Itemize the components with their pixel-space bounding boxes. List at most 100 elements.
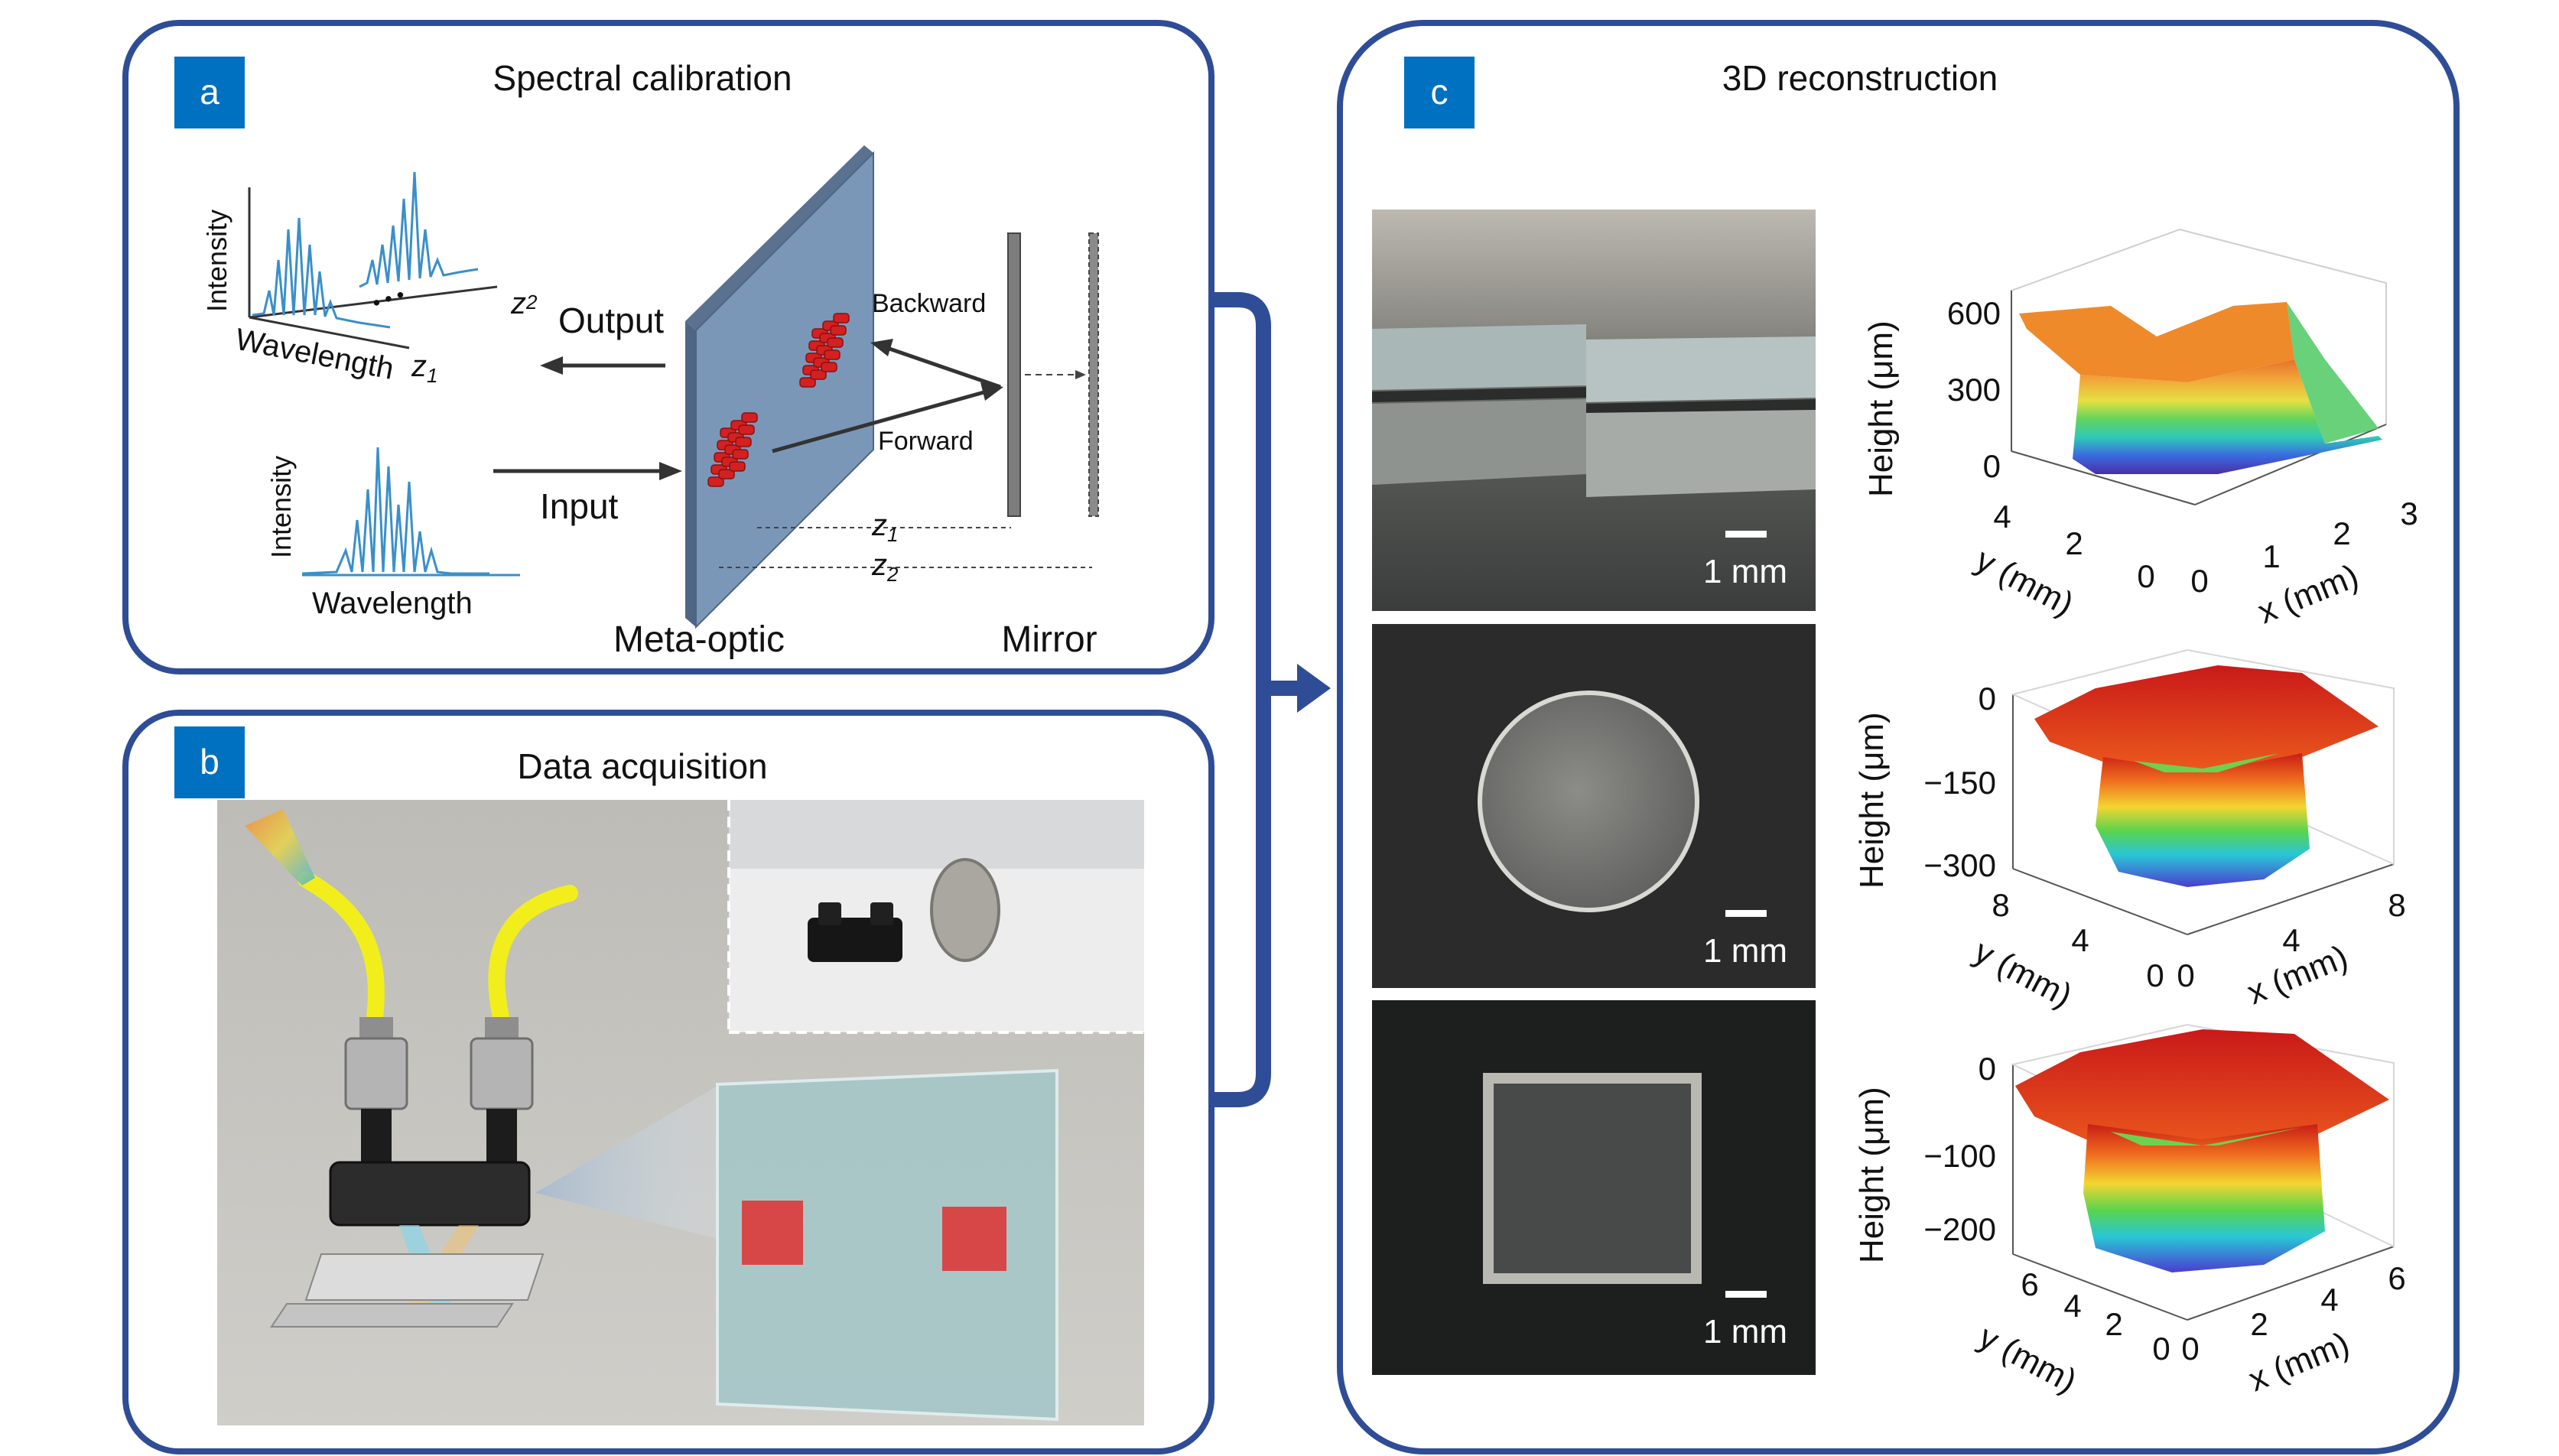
backward-label: Backward bbox=[872, 289, 986, 318]
forward-label: Forward bbox=[878, 427, 974, 456]
plot-3-xtick-2: 4 bbox=[2320, 1282, 2338, 1318]
plot-1-ytick-1: 2 bbox=[2065, 525, 2083, 561]
bracket-arrow bbox=[1213, 292, 1331, 1107]
z1-dimension-label: z1 bbox=[871, 509, 898, 546]
surface-2-well bbox=[2096, 753, 2310, 887]
plot-3-ytick-1: 4 bbox=[2063, 1288, 2081, 1324]
panel-c-frame bbox=[1337, 20, 2460, 1454]
spectrum-2d-plot: Intensity Wavelength bbox=[265, 447, 520, 620]
scale-bar-label-3: 1 mm bbox=[1703, 1313, 1787, 1350]
output-label: Output bbox=[558, 301, 664, 340]
surface-3-well bbox=[2083, 1124, 2325, 1272]
panel-c-label-box bbox=[1404, 57, 1475, 128]
panel-a: a Spectral calibration • • • Intensity W… bbox=[122, 20, 1214, 674]
plot-2-xtick-1: 4 bbox=[2282, 922, 2300, 958]
spectrum-curve-input bbox=[301, 447, 489, 575]
panel-c: c 3D reconstruction 1 mm 1 mm 1 mm bbox=[1337, 20, 2460, 1454]
metasurface-pillar bbox=[741, 412, 758, 423]
plot-1-ztick-1: 300 bbox=[1947, 372, 2001, 408]
metasurface-pillar bbox=[824, 349, 841, 360]
surface-plot-2: Height (μm) 0 −150 −300 8 4 0 y (mm) 0 4… bbox=[1853, 648, 2406, 1016]
light-fan bbox=[245, 809, 315, 886]
z2-axis-label: z2 bbox=[510, 287, 538, 320]
panel-c-title: 3D reconstruction bbox=[1722, 58, 1998, 98]
panel-a-label-box bbox=[174, 57, 245, 128]
plot-2-ylabel: y (mm) bbox=[1968, 933, 2078, 1016]
plot-3-xtick-3: 6 bbox=[2388, 1260, 2405, 1296]
plot-3-xtick-0: 0 bbox=[2181, 1331, 2199, 1367]
metasurface-pillar bbox=[821, 362, 837, 372]
metasurface-pillar bbox=[738, 424, 755, 435]
meta-optic-plate bbox=[685, 145, 874, 629]
panel-c-label: c bbox=[1431, 72, 1449, 112]
plot-3-zlabel: Height (μm) bbox=[1853, 1087, 1891, 1263]
panel-b: b Data acquisition bbox=[122, 710, 1214, 1454]
plot-1-ztick-0: 600 bbox=[1947, 295, 2001, 331]
metasurface-pillar bbox=[833, 313, 850, 323]
setup-render bbox=[217, 800, 1144, 1425]
plot-1-xtick-0: 0 bbox=[2190, 563, 2208, 599]
metasurface-pillar bbox=[707, 476, 724, 487]
ellipsis: • • • bbox=[369, 283, 407, 314]
fiber-connector-left bbox=[344, 1017, 408, 1162]
metasurface-glass bbox=[716, 1068, 1058, 1422]
device-housing bbox=[329, 1161, 531, 1227]
intensity-top-label: Intensity bbox=[201, 210, 232, 312]
spectra-3d-plot: • • • Intensity Wavelength z2 z1 bbox=[201, 171, 538, 387]
metasurface-pillar bbox=[729, 461, 746, 472]
fiber-connector-right bbox=[470, 1017, 534, 1162]
intensity-bottom-label: Intensity bbox=[265, 456, 297, 558]
plot-1-ztick-2: 0 bbox=[1983, 448, 2001, 484]
wavelength-top-label: Wavelength bbox=[232, 323, 396, 386]
backward-arrow bbox=[870, 339, 1001, 389]
wavelength-bottom-label: Wavelength bbox=[312, 587, 473, 620]
panel-a-frame bbox=[122, 20, 1214, 674]
plot-1-ytick-0: 4 bbox=[1993, 499, 2011, 535]
metasurface-pillar bbox=[810, 369, 827, 380]
plot-2-ztick-2: −300 bbox=[1923, 847, 1996, 883]
metasurface-pillar bbox=[827, 337, 844, 348]
scale-bar-2 bbox=[1725, 910, 1767, 917]
surface-plot-3: Height (μm) 0 −100 −200 6 4 2 0 y (mm) 0… bbox=[1853, 1023, 2406, 1400]
plot-1-ytick-2: 0 bbox=[2137, 558, 2154, 594]
input-arrow bbox=[493, 462, 682, 480]
plot-1-xtick-1: 1 bbox=[2262, 538, 2280, 574]
metasurface-pillar bbox=[799, 377, 816, 388]
plot-3-ztick-2: −200 bbox=[1923, 1211, 1996, 1247]
plot-2-ztick-0: 0 bbox=[1979, 681, 1996, 717]
surface-plot-1: Height (μm) 600 300 0 4 2 0 y (mm) 0 1 2… bbox=[1862, 228, 2418, 631]
metasurface-pillars bbox=[707, 313, 850, 487]
sample-photo-circle: 1 mm bbox=[1372, 624, 1816, 988]
metasurface-region-1 bbox=[742, 1201, 803, 1265]
sample-photo-square: 1 mm bbox=[1372, 1000, 1816, 1375]
plot-3-ztick-0: 0 bbox=[1979, 1051, 1996, 1087]
plot-1-xtick-2: 2 bbox=[2333, 515, 2350, 551]
plot-2-ztick-1: −150 bbox=[1923, 765, 1996, 801]
panel-b-label-box bbox=[174, 726, 245, 798]
scale-bar-label-1: 1 mm bbox=[1703, 553, 1787, 590]
plot-2-ytick-2: 0 bbox=[2146, 957, 2164, 993]
metasurface-pillar bbox=[732, 449, 749, 460]
plot-2-xtick-0: 0 bbox=[2177, 957, 2194, 993]
panel-a-label: a bbox=[200, 72, 219, 112]
metasurface-pillar bbox=[718, 469, 735, 479]
device-in-photo bbox=[808, 902, 902, 962]
zoom-beam bbox=[535, 1086, 717, 1239]
mirror bbox=[1007, 232, 1099, 517]
plot-3-ytick-0: 6 bbox=[2021, 1266, 2038, 1302]
panel-a-title: Spectral calibration bbox=[493, 58, 792, 98]
plot-2-xtick-2: 8 bbox=[2388, 887, 2405, 923]
surface-1-top bbox=[2019, 302, 2294, 382]
z2-dimension-label: z2 bbox=[871, 548, 899, 586]
mirror-label: Mirror bbox=[1001, 619, 1097, 660]
sample-stage bbox=[304, 1253, 545, 1301]
coin bbox=[930, 858, 1000, 962]
sample-photo-step: 1 mm bbox=[1372, 210, 1816, 611]
metasurface-pillar bbox=[830, 325, 847, 336]
panel-b-title: Data acquisition bbox=[517, 746, 767, 786]
output-arrow bbox=[540, 356, 665, 375]
scale-bar-label-2: 1 mm bbox=[1703, 932, 1787, 970]
plot-3-ztick-1: −100 bbox=[1923, 1138, 1996, 1174]
metasurface-region-2 bbox=[942, 1207, 1006, 1271]
plot-2-ytick-1: 4 bbox=[2071, 922, 2089, 958]
